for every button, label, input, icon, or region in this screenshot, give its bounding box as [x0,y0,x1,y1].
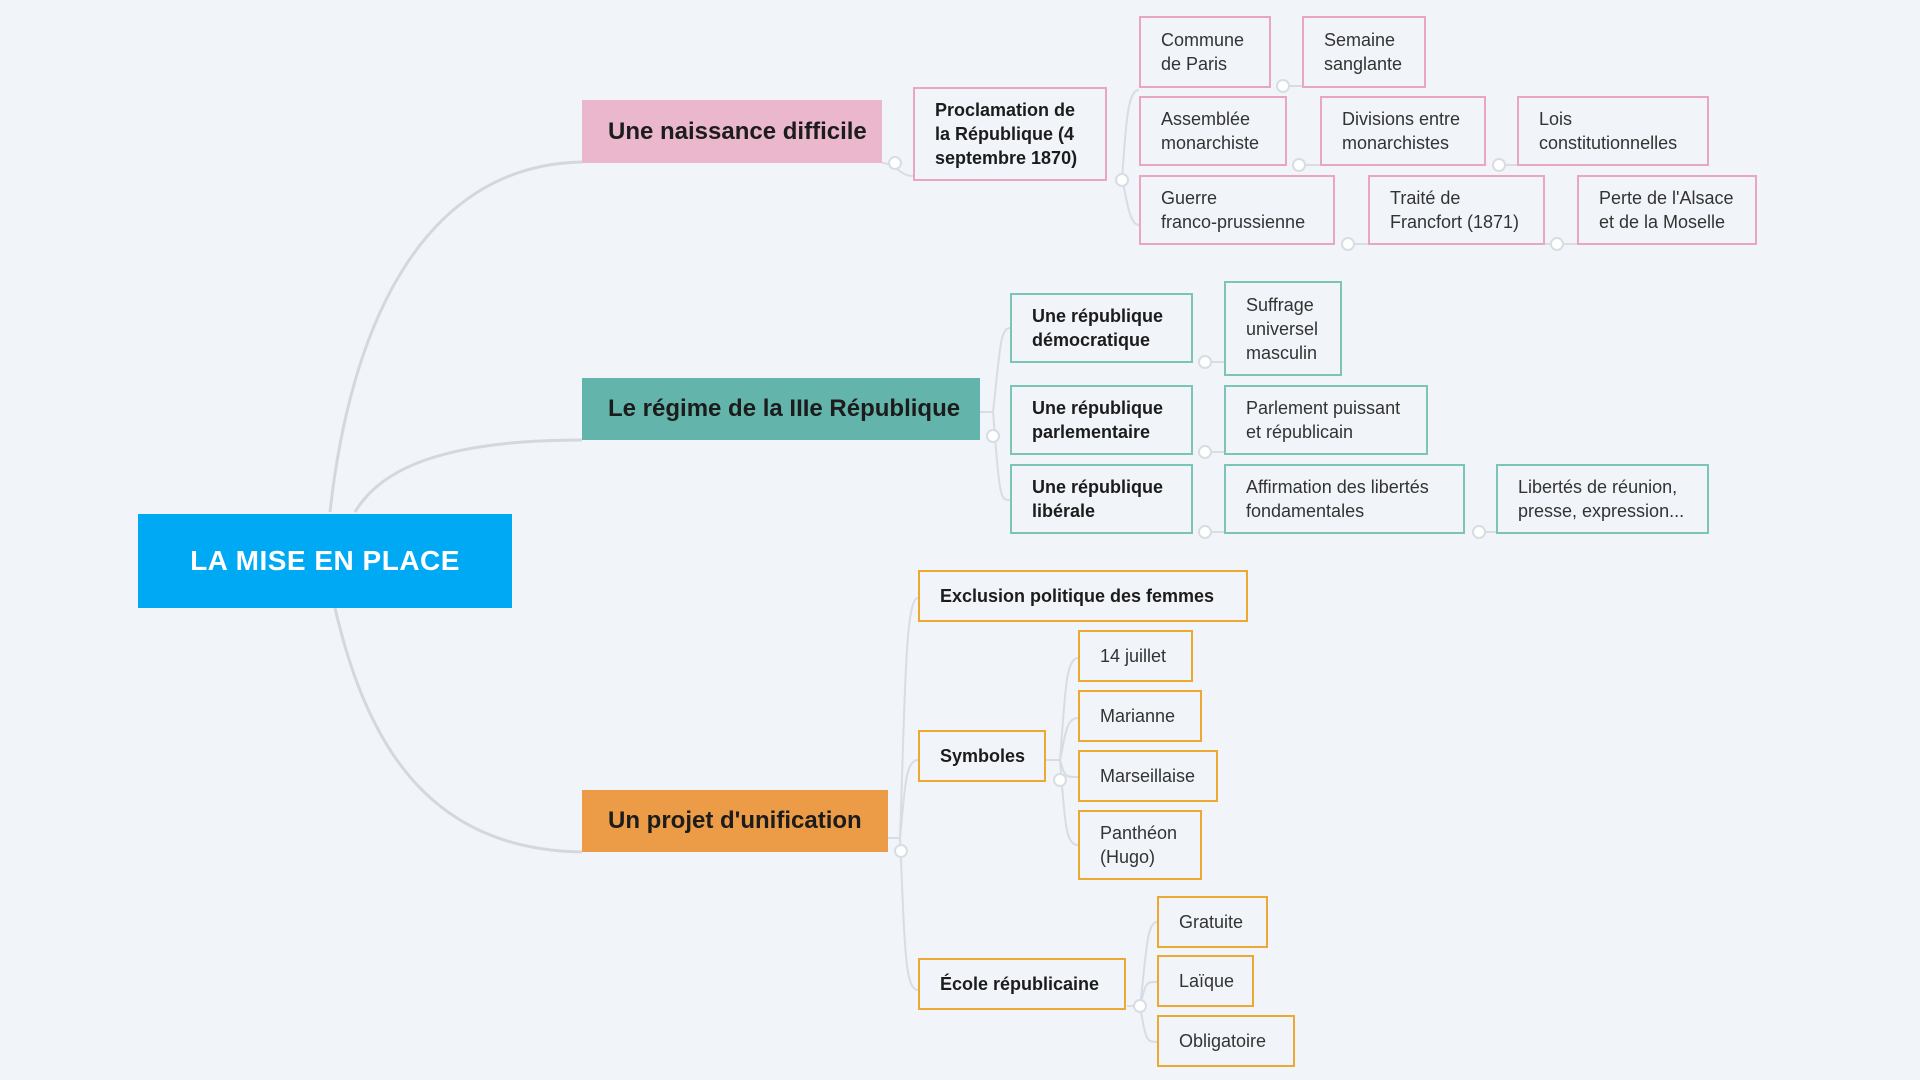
collapse-handle[interactable] [1198,525,1212,539]
leaf-parlement[interactable]: Parlement puissant et républicain [1224,385,1428,455]
leaf-guerre[interactable]: Guerre franco-prussienne [1139,175,1335,245]
link-root-naissance [328,160,583,513]
collapse-handle[interactable] [1550,237,1564,251]
collapse-handle[interactable] [986,429,1000,443]
subtopic-proclamation[interactable]: Proclamation de la République (4 septemb… [913,87,1107,181]
subtopic-parlementaire[interactable]: Une république parlementaire [1010,385,1193,455]
leaf-gratuite[interactable]: Gratuite [1157,896,1268,948]
leaf-marianne[interactable]: Marianne [1078,690,1202,742]
subtopic-exclusion-femmes[interactable]: Exclusion politique des femmes [918,570,1248,622]
collapse-handle[interactable] [1115,173,1129,187]
collapse-handle[interactable] [1292,158,1306,172]
leaf-obligatoire[interactable]: Obligatoire [1157,1015,1295,1067]
collapse-handle[interactable] [1341,237,1355,251]
leaf-laique[interactable]: Laïque [1157,955,1254,1007]
root-topic[interactable]: LA MISE EN PLACE [138,514,512,608]
collapse-handle[interactable] [1276,79,1290,93]
leaf-alsace-moselle[interactable]: Perte de l'Alsace et de la Moselle [1577,175,1757,245]
collapse-handle[interactable] [894,844,908,858]
collapse-handle[interactable] [888,156,902,170]
leaf-commune[interactable]: Commune de Paris [1139,16,1271,88]
subtopic-symboles[interactable]: Symboles [918,730,1046,782]
collapse-handle[interactable] [1492,158,1506,172]
topic-unification[interactable]: Un projet d'unification [582,790,888,852]
leaf-lois-constitutionnelles[interactable]: Lois constitutionnelles [1517,96,1709,166]
collapse-handle[interactable] [1198,445,1212,459]
leaf-divisions[interactable]: Divisions entre monarchistes [1320,96,1486,166]
leaf-affirmation-libertes[interactable]: Affirmation des libertés fondamentales [1224,464,1465,534]
leaf-14-juillet[interactable]: 14 juillet [1078,630,1193,682]
leaf-semaine-sanglante[interactable]: Semaine sanglante [1302,16,1426,88]
subtopic-ecole-republicaine[interactable]: École républicaine [918,958,1126,1010]
leaf-traite-francfort[interactable]: Traité de Francfort (1871) [1368,175,1545,245]
link-root-regime [353,438,583,513]
leaf-marseillaise[interactable]: Marseillaise [1078,750,1218,802]
subtopic-democratique[interactable]: Une république démocratique [1010,293,1193,363]
leaf-pantheon[interactable]: Panthéon (Hugo) [1078,810,1202,880]
collapse-handle[interactable] [1198,355,1212,369]
topic-regime[interactable]: Le régime de la IIIe République [582,378,980,440]
subtopic-liberale[interactable]: Une république libérale [1010,464,1193,534]
collapse-handle[interactable] [1133,999,1147,1013]
collapse-handle[interactable] [1472,525,1486,539]
leaf-assemblee[interactable]: Assemblée monarchiste [1139,96,1287,166]
topic-naissance[interactable]: Une naissance difficile [582,100,882,163]
link-root-unification [333,607,583,854]
collapse-handle[interactable] [1053,773,1067,787]
leaf-libertes-reunion[interactable]: Libertés de réunion, presse, expression.… [1496,464,1709,534]
leaf-suffrage[interactable]: Suffrage universel masculin [1224,281,1342,376]
